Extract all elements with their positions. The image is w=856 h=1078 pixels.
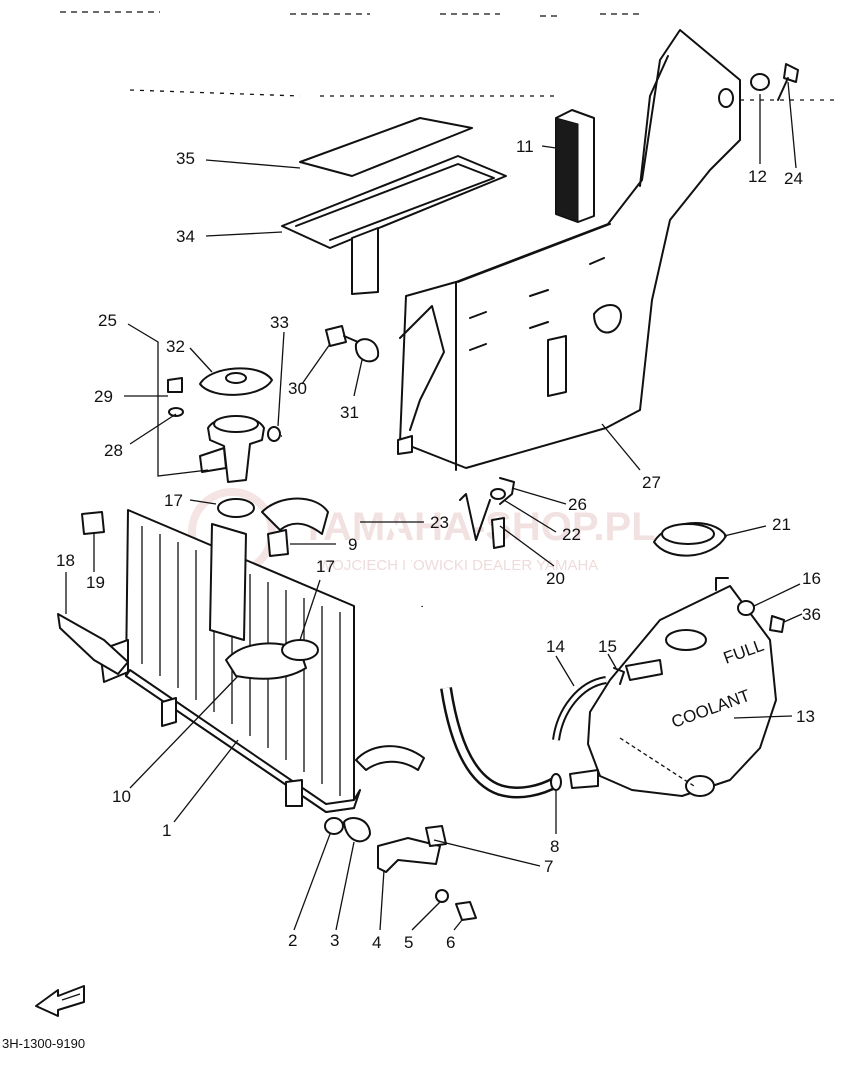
label-part-22: 22	[562, 525, 581, 544]
label-part-9: 9	[348, 535, 357, 554]
part-21-reservoir-cap	[653, 522, 727, 557]
label-part-13: 13	[796, 707, 815, 726]
part-28-washer	[168, 407, 184, 417]
fastener-pin	[491, 517, 505, 549]
label-part-5: 5	[404, 933, 413, 952]
part-9-spring-clip	[267, 529, 289, 557]
part-18-bracket	[57, 613, 129, 675]
part-19-clip-nut	[81, 511, 105, 535]
part-6-bolt	[455, 901, 477, 921]
label-part-21: 21	[772, 515, 791, 534]
label-part-12: 12	[748, 167, 767, 186]
label-part-28: 28	[104, 441, 123, 460]
part-4-bracket	[377, 837, 441, 873]
label-part-7: 7	[544, 857, 553, 876]
part-31-grommet	[354, 338, 380, 363]
label-part-25: 25	[98, 311, 117, 330]
label-part-32: 32	[166, 337, 185, 356]
part-12-washer	[750, 73, 770, 91]
label-part-14: 14	[546, 637, 565, 656]
label-part-6: 6	[446, 933, 455, 952]
part-11-damper	[555, 109, 595, 223]
label-part-24: 24	[784, 169, 803, 188]
part-32-radiator-cap	[199, 367, 273, 396]
label-part-16: 16	[802, 569, 821, 588]
label-part-3: 3	[330, 931, 339, 950]
label-part-20: 20	[546, 569, 565, 588]
part-8-clamp	[550, 773, 562, 791]
watermark-main-text: YAMAHA-SHOP.PL	[300, 505, 656, 549]
label-part-19: 19	[86, 573, 105, 592]
part-33-clamp	[267, 426, 281, 442]
part-35-seal-sheet	[299, 117, 473, 177]
label-part-35: 35	[176, 149, 195, 168]
watermark: YAMAHA-SHOP.PL WOJCIECH NOWICKI DEALER Y…	[188, 488, 656, 576]
part-2-collar	[324, 817, 344, 835]
label-part-34: 34	[176, 227, 195, 246]
label-part-17-upper: 17	[164, 491, 183, 510]
label-part-27: 27	[642, 473, 661, 492]
label-part-2: 2	[288, 931, 297, 950]
label-part-29: 29	[94, 387, 113, 406]
part-34-air-guide	[281, 155, 507, 295]
part-13-coolant-reservoir: FULL COOLANT	[569, 577, 777, 797]
part-5-washer	[435, 889, 449, 903]
label-part-11: 11	[516, 137, 534, 156]
part-17-lower-clamp	[281, 639, 319, 661]
front-direction-arrow-icon	[35, 985, 85, 1017]
reservoir-hose	[440, 687, 559, 799]
part-20-rivet	[459, 493, 491, 541]
label-part-4: 4	[372, 933, 381, 952]
watermark-sub-text: WOJCIECH NOWICKI DEALER YAMAHA	[318, 557, 598, 574]
part-15-clip	[613, 667, 625, 685]
part-27-radiator-cover	[397, 29, 741, 471]
part-24-bolt	[777, 63, 799, 101]
label-part-31: 31	[340, 403, 359, 422]
part-7-nut	[425, 825, 447, 847]
label-part-18: 18	[56, 551, 75, 570]
filler-neck	[199, 415, 265, 483]
part-3-grommet	[343, 817, 371, 843]
label-part-30: 30	[288, 379, 307, 398]
part-22-washer	[490, 488, 506, 500]
upper-radiator-hose	[261, 497, 329, 535]
part-29-screw	[167, 377, 183, 393]
label-part-8: 8	[550, 837, 559, 856]
part-36-bolt	[769, 615, 785, 633]
label-part-1: 1	[162, 821, 171, 840]
label-part-36: 36	[802, 605, 821, 624]
part-16-washer	[737, 600, 755, 616]
label-part-26: 26	[568, 495, 587, 514]
label-part-33: 33	[270, 313, 289, 332]
leader-lines	[65, 81, 803, 931]
document-code: 3H-1300-9190	[2, 1036, 86, 1051]
part-30-bolt	[325, 325, 359, 347]
label-part-17-lower: 17	[316, 557, 335, 576]
label-part-23: 23	[430, 513, 449, 532]
label-part-10: 10	[112, 787, 131, 806]
part-17-upper-clamp	[217, 498, 255, 518]
part-labels: 35 34 11 12 24 25 32 33 30 31 29 28 17 9…	[56, 137, 821, 952]
label-part-15: 15	[598, 637, 617, 656]
